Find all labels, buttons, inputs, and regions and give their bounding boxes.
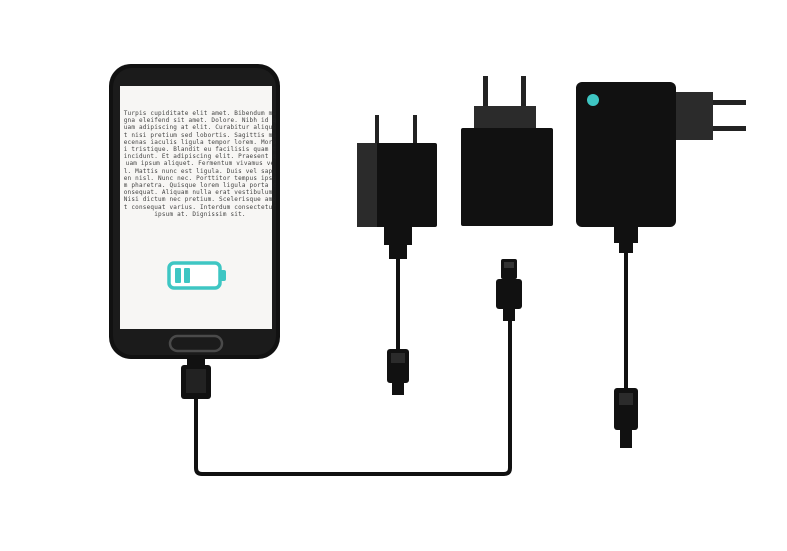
smartphone bbox=[109, 64, 280, 359]
wall-charger-small bbox=[357, 115, 437, 395]
power-adapter-plug bbox=[614, 388, 638, 448]
phone-usb-connector bbox=[181, 359, 211, 399]
battery-bar-1 bbox=[175, 268, 181, 283]
usb-plug-icon bbox=[387, 349, 409, 395]
power-adapter-icon bbox=[576, 82, 746, 448]
phone-charging-cable bbox=[194, 318, 512, 476]
status-led bbox=[587, 94, 599, 106]
home-button[interactable] bbox=[168, 334, 224, 353]
loose-usb-cable bbox=[496, 259, 522, 321]
battery-icon bbox=[167, 261, 226, 290]
battery-bar-2 bbox=[184, 268, 190, 283]
wall-charger-square bbox=[461, 76, 553, 226]
phone-screen-text: Turpis cupiditate elit amet. Bibendum ma… bbox=[123, 110, 277, 218]
